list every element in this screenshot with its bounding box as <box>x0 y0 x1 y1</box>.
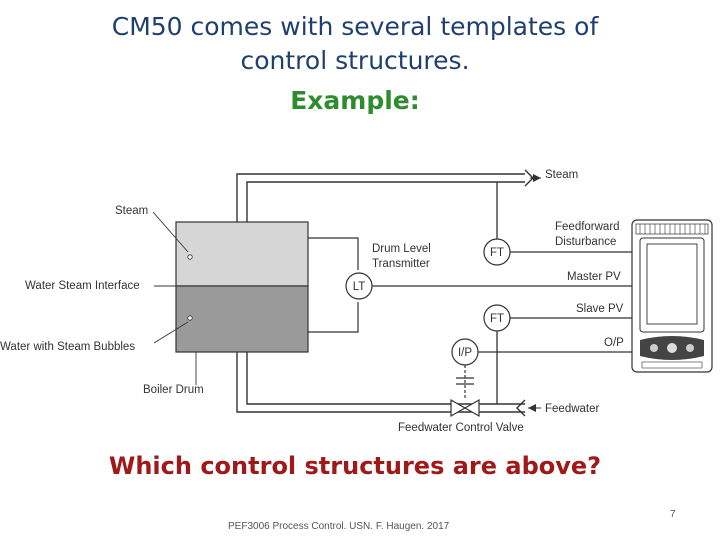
drum-dots <box>187 254 193 321</box>
op-label: O/P <box>604 337 624 349</box>
drum-level-label-line1: Drum Level <box>372 243 431 255</box>
svg-text:FT: FT <box>490 247 504 259</box>
ft-water-bubble: FT <box>483 304 511 332</box>
label-pointers <box>152 211 197 385</box>
level-impulse-lines <box>308 237 359 333</box>
slide-title-line1: CM50 comes with several templates of <box>111 12 599 41</box>
drum-level-label-line2: Transmitter <box>372 258 430 270</box>
steam-label: Steam <box>115 205 148 217</box>
feedwater-valve-label: Feedwater Control Valve <box>398 422 524 434</box>
master-pv-label: Master PV <box>567 271 621 283</box>
drum-steam-space <box>175 221 309 287</box>
svg-text:I/P: I/P <box>458 347 472 359</box>
page-number: 7 <box>670 509 676 520</box>
feedforward-label-line2: Disturbance <box>555 236 616 248</box>
footer-text: PEF3006 Process Control. USN. F. Haugen.… <box>228 521 450 532</box>
slide-title-example: Example: <box>290 86 420 115</box>
feedwater-inlet-arrow <box>528 404 541 412</box>
svg-text:LT: LT <box>353 281 366 293</box>
water-steam-bubbles-label: Water with Steam Bubbles <box>0 341 135 353</box>
signal-lines <box>372 182 632 404</box>
steam-outlet-label: Steam <box>545 169 578 181</box>
feedwater-label: Feedwater <box>545 403 600 415</box>
ip-bubble: I/P <box>451 338 479 366</box>
svg-text:FT: FT <box>490 313 504 325</box>
feedwater-pipe <box>236 350 526 417</box>
control-valve-icon <box>450 365 480 418</box>
feedforward-label-line1: Feedforward <box>555 221 620 233</box>
slide-title-line2: control structures. <box>240 46 470 75</box>
boiler-drum-label: Boiler Drum <box>143 384 204 396</box>
drum-water-space <box>175 285 309 353</box>
cm50-controller-icon <box>631 219 713 373</box>
slave-pv-label: Slave PV <box>576 303 624 315</box>
lt-bubble: LT <box>345 272 373 300</box>
steam-pipe <box>236 169 534 222</box>
ft-steam-bubble: FT <box>483 238 511 266</box>
water-steam-interface-label: Water Steam Interface <box>25 280 140 292</box>
steam-outlet-arrow <box>530 174 541 182</box>
question-text: Which control structures are above? <box>108 452 602 480</box>
